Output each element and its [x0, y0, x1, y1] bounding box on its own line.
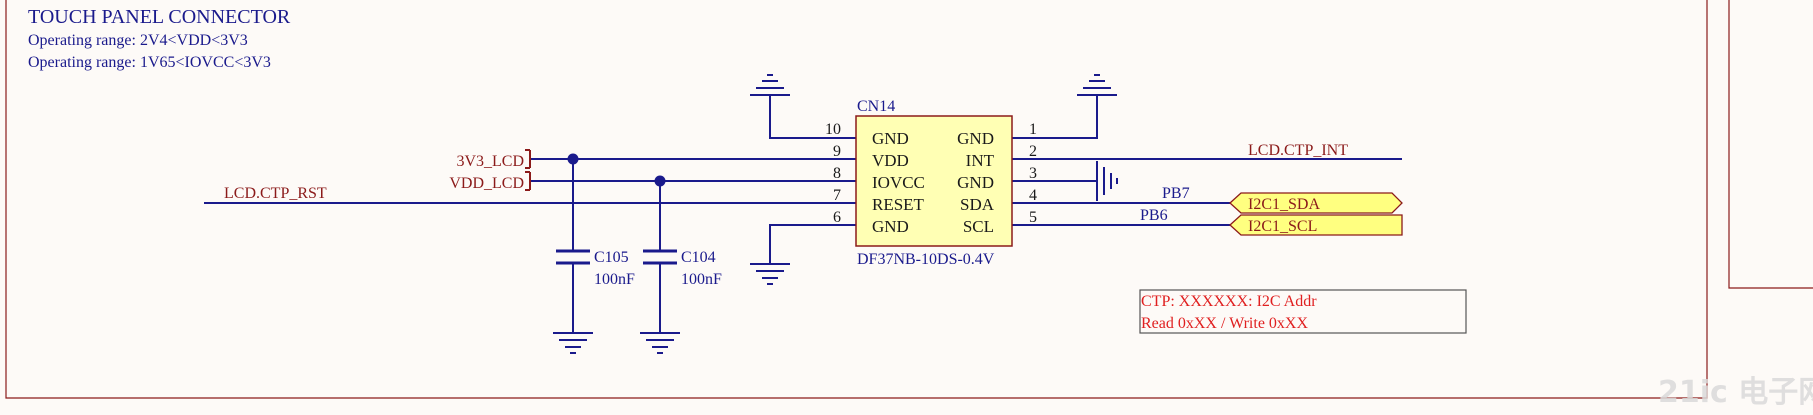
net-label-reset: LCD.CTP_RST [224, 185, 327, 202]
port-label-sda: I2C1_SDA [1248, 196, 1320, 213]
junction-iovcc [654, 175, 666, 187]
junction-vdd [567, 153, 579, 165]
net-label-int: LCD.CTP_INT [1248, 142, 1348, 159]
pin-label-pb7: PB7 [1162, 185, 1190, 202]
pin-number: 1 [1029, 121, 1037, 138]
pin-number: 7 [833, 187, 841, 204]
pin-number: 3 [1029, 165, 1037, 182]
port-label-scl: I2C1_SCL [1248, 218, 1317, 235]
c105-designator: C105 [594, 249, 629, 266]
pin-name: IOVCC [872, 173, 925, 192]
pin-name: GND [872, 129, 909, 148]
note-line-2: Read 0xXX / Write 0xXX [1141, 315, 1308, 332]
note-line-1: CTP: XXXXXX: I2C Addr [1141, 293, 1317, 310]
ground-icon [553, 332, 593, 354]
note-box [1139, 289, 1467, 334]
sheet-title: TOUCH PANEL CONNECTOR [28, 6, 291, 28]
pin-name: SDA [960, 195, 995, 214]
connector-part-number: DF37NB-10DS-0.4V [857, 251, 995, 268]
pin-name: GND [872, 217, 909, 236]
ground-icon [750, 263, 790, 285]
net-label-vdd: VDD_LCD [449, 175, 524, 192]
watermark-logo: 21ic 电子网 [1658, 375, 1813, 410]
ground-icon [1077, 74, 1117, 96]
pin-name: VDD [872, 151, 909, 170]
ground-icon [640, 332, 680, 354]
power-port-3v3 [525, 149, 531, 169]
pin-name: SCL [963, 217, 994, 236]
sheet-frame [5, 0, 1813, 399]
ground-icon [750, 74, 790, 96]
c104-designator: C104 [681, 249, 716, 266]
pin-number: 6 [833, 209, 841, 226]
pin-name: GND [957, 173, 994, 192]
c104-value: 100nF [681, 271, 722, 288]
power-port-vdd [525, 171, 531, 191]
pin-name: RESET [872, 195, 925, 214]
port-i2c1-sda [1229, 192, 1403, 214]
pin-label-pb6: PB6 [1140, 207, 1168, 224]
pin-number: 4 [1029, 187, 1037, 204]
pin-number: 2 [1029, 143, 1037, 160]
pin-number: 8 [833, 165, 841, 182]
wires [204, 95, 1402, 333]
ground-icon [1096, 161, 1118, 201]
wire-pin1-gnd [1012, 95, 1098, 139]
connector-body [855, 115, 1013, 247]
port-i2c1-scl [1229, 214, 1403, 236]
wire-pin6-gnd [769, 224, 856, 264]
pin-number: 5 [1029, 209, 1037, 226]
pin-number: 9 [833, 143, 841, 160]
connector-designator: CN14 [857, 98, 895, 115]
pin-number: 10 [825, 121, 841, 138]
capacitor-c105-symbol [556, 249, 590, 265]
iovcc-range-note: Operating range: 1V65<IOVCC<3V3 [28, 54, 271, 71]
net-label-3v3: 3V3_LCD [456, 153, 524, 170]
pin-name: INT [966, 151, 995, 170]
c105-value: 100nF [594, 271, 635, 288]
pin-name: GND [957, 129, 994, 148]
vdd-range-note: Operating range: 2V4<VDD<3V3 [28, 32, 248, 49]
capacitor-c104-symbol [643, 249, 677, 265]
wire-pin10-gnd [769, 95, 856, 139]
